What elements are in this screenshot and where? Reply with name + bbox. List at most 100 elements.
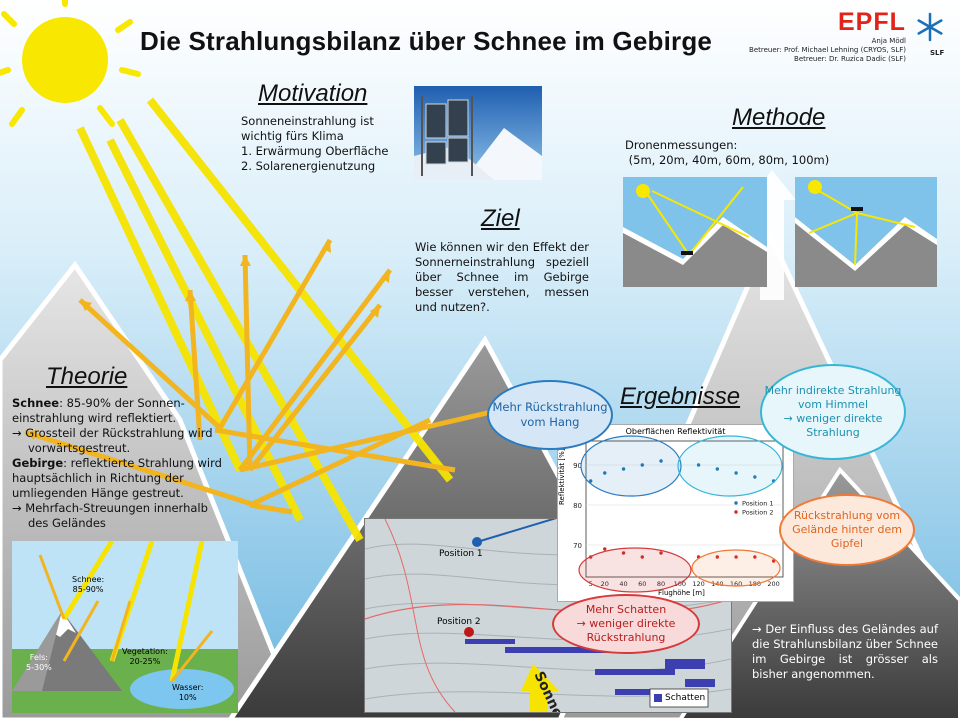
theorie-text: Schnee: 85-90% der Sonnen-einstrahlung w… <box>12 396 228 531</box>
chart-plot: 70 80 90 5 20 40 60 80 100 120 140 160 180 200 Positio… <box>573 440 784 588</box>
albedo-diagram-graphic <box>12 541 238 713</box>
chart-point <box>621 551 626 555</box>
albedo-diagram: Schnee: 85-90% Fels: 5-30% Vegetation: 2… <box>12 541 238 713</box>
chart-point <box>640 463 644 467</box>
chart-legend-marker <box>734 510 738 514</box>
epfl-logo-text: EPFL <box>838 8 906 36</box>
chart-point <box>696 555 701 559</box>
chart-legend-marker <box>734 501 738 505</box>
method-diagram-sun-high <box>795 177 937 287</box>
chart-point <box>696 463 701 467</box>
chart-x-tick: 140 <box>711 580 723 588</box>
bubble-himmel-line: Mehr indirekte Strahlung vom Himmel <box>764 384 902 411</box>
chart-point <box>771 559 776 563</box>
bubble-schatten-line: → weniger direkte Rückstrahlung <box>576 617 676 644</box>
chart-point <box>734 555 738 559</box>
conclusion-text: → Der Einfluss des Geländes auf die Stra… <box>752 622 938 681</box>
bubble-schatten-line: Mehr Schatten <box>585 603 667 616</box>
theorie-mountain-text: : reflektierte Strahlung wird hauptsächl… <box>12 456 222 500</box>
albedo-vegetation-label: Vegetation: <box>122 647 168 656</box>
solar-panel-photo <box>414 86 542 180</box>
chart-point <box>588 479 593 483</box>
albedo-snow-label: Schnee: <box>72 575 105 584</box>
chart-point <box>715 467 720 471</box>
methode-line: Dronenmessungen: <box>625 138 738 152</box>
chart-point <box>753 475 757 479</box>
albedo-water-label: Wasser: <box>172 683 204 692</box>
albedo-rock: Fels: 5-30% <box>26 653 52 673</box>
albedo-vegetation: Vegetation: 20-25% <box>122 647 168 667</box>
chart-legend-label: Position 2 <box>742 509 774 517</box>
credit-supervisor-1: Betreuer: Prof. Michael Lehning (CRYOS, … <box>749 46 906 54</box>
albedo-water: Wasser: 10% <box>172 683 203 703</box>
theorie-heading: Theorie <box>46 363 128 390</box>
chart-point <box>659 551 663 555</box>
methode-heading: Methode <box>732 104 826 131</box>
theorie-mountain-label: Gebirge <box>12 456 64 470</box>
chart-point <box>734 471 738 475</box>
albedo-water-value: 10% <box>178 693 197 702</box>
motivation-text: Sonneneinstrahlung ist wichtig fürs Klim… <box>241 114 411 174</box>
map-position-2: Position 2 <box>437 617 481 627</box>
chart-x-tick: 5 <box>589 580 593 588</box>
chart-x-tick: 20 <box>601 580 609 588</box>
sun-icon <box>22 17 108 103</box>
chart-x-tick: 160 <box>730 580 742 588</box>
map-legend-schatten: Schatten <box>665 693 706 703</box>
theorie-snow-note: → Grossteil der Rückstrahlung wird vorwä… <box>12 426 213 455</box>
chart-x-tick: 200 <box>767 580 779 588</box>
chart-x-tick: 120 <box>692 580 704 588</box>
bubble-himmel: Mehr indirekte Strahlung vom Himmel → we… <box>760 364 906 460</box>
motivation-heading: Motivation <box>258 80 368 107</box>
slf-snowflake-icon <box>917 12 943 42</box>
motivation-line: 1. Erwärmung Oberfläche <box>241 144 389 158</box>
chart-point <box>603 471 607 475</box>
epfl-logo: EPFL <box>838 8 906 37</box>
methode-line: (5m, 20m, 40m, 60m, 80m, 100m) <box>625 153 830 167</box>
theorie-snow-text: : 85-90% der Sonnen-einstrahlung wird re… <box>12 396 185 425</box>
bubble-schatten: Mehr Schatten → weniger direkte Rückstra… <box>552 594 700 654</box>
credit-supervisor-2: Betreuer: Dr. Ruzica Dadic (SLF) <box>794 55 906 63</box>
chart-point <box>771 479 776 483</box>
method-diagram-sun-low <box>623 177 767 287</box>
reflectivity-chart: Oberflächen Reflektivität Reflektivität … <box>557 424 794 602</box>
chart-point <box>588 555 593 559</box>
theorie-snow: Schnee: 85-90% der Sonnen-einstrahlung w… <box>12 396 228 426</box>
theorie-snow-label: Schnee <box>12 396 60 410</box>
motivation-line: Sonneneinstrahlung ist <box>241 114 374 128</box>
theorie-mountain: Gebirge: reflektierte Strahlung wird hau… <box>12 456 228 501</box>
albedo-snow: Schnee: 85-90% <box>72 575 104 595</box>
chart-y-tick: 90 <box>573 462 582 470</box>
bubble-gelaende: Rückstrahlung vom Gelände hinter dem Gip… <box>779 494 915 566</box>
methode-text: Dronenmessungen: (5m, 20m, 40m, 60m, 80m… <box>625 138 885 168</box>
ziel-heading: Ziel <box>481 205 520 232</box>
chart-x-tick: 60 <box>638 580 646 588</box>
bubble-himmel-line: → weniger direkte Strahlung <box>783 412 883 439</box>
chart-x-tick: 100 <box>674 580 686 588</box>
sun-rays <box>0 0 501 542</box>
ziel-text: Wie können wir den Effekt der Sonnernein… <box>415 240 589 314</box>
albedo-snow-value: 85-90% <box>72 585 104 594</box>
chart-point <box>753 555 757 559</box>
chart-legend-label: Position 1 <box>742 500 774 508</box>
ergebnisse-heading: Ergebnisse <box>620 383 741 410</box>
chart-point <box>603 547 607 551</box>
albedo-vegetation-value: 20-25% <box>129 657 161 666</box>
chart-xlabel: Flughöhe [m] <box>658 589 705 597</box>
motivation-line: 2. Solarenergienutzung <box>241 159 376 173</box>
chart-x-tick: 80 <box>657 580 665 588</box>
albedo-rock-value: 5-30% <box>26 663 52 672</box>
credits: Anja Mödl Betreuer: Prof. Michael Lehnin… <box>700 37 906 64</box>
chart-y-tick: 70 <box>573 542 582 550</box>
albedo-rock-label: Fels: <box>29 653 48 662</box>
page-title: Die Strahlungsbilanz über Schnee im Gebi… <box>140 26 713 56</box>
chart-x-tick: 40 <box>619 580 627 588</box>
chart-y-tick: 80 <box>573 502 582 510</box>
chart-point <box>659 459 663 463</box>
credit-author: Anja Mödl <box>871 37 906 45</box>
chart-x-tick: 180 <box>749 580 761 588</box>
slf-logo-text: SLF <box>930 49 945 57</box>
chart-point <box>621 467 626 471</box>
chart-title: Oberflächen Reflektivität <box>625 427 726 436</box>
